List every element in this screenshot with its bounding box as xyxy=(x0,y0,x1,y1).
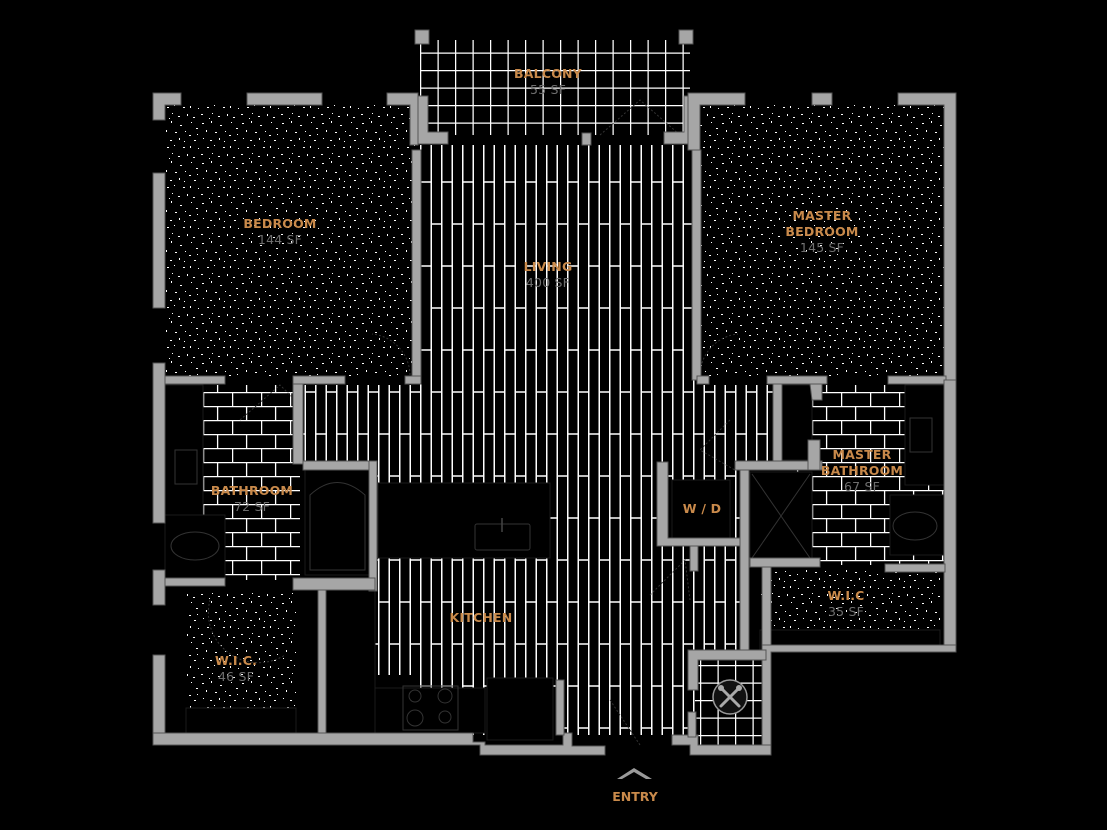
room-name: BEDROOM xyxy=(243,216,317,231)
room-label-bathroom: BATHROOM 72 SF xyxy=(211,483,293,515)
room-area: 400 SF xyxy=(525,275,571,290)
room-name: LIVING xyxy=(523,259,573,274)
room-label-wic-right: W.I.C 35 SF xyxy=(827,588,864,620)
room-name: W / D xyxy=(682,501,722,516)
room-name-line2: BATHROOM xyxy=(820,463,904,478)
room-area: 35 SF xyxy=(827,604,864,619)
walls xyxy=(152,29,957,756)
washer-dryer-unit xyxy=(671,479,731,541)
balcony-floor xyxy=(420,40,690,135)
master-toilet xyxy=(892,511,938,541)
room-name-line1: MASTER xyxy=(832,447,892,462)
room-name: W.I.C xyxy=(827,588,865,603)
kitchen-counter-bottom xyxy=(374,687,486,734)
room-label-kitchen: KITCHEN xyxy=(450,610,513,626)
room-name: W.I.C. xyxy=(214,653,258,668)
room-label-wd: W / D xyxy=(683,501,721,517)
kitchen-island xyxy=(377,482,551,559)
room-name-line1: MASTER xyxy=(792,208,852,223)
room-area: 145 SF xyxy=(799,240,845,255)
wic-left-floor xyxy=(186,590,296,708)
room-label-master-bedroom: MASTER BEDROOM 145 SF xyxy=(785,208,858,256)
room-area: 46 SF xyxy=(217,669,255,684)
room-name: KITCHEN xyxy=(449,610,513,625)
tub-outline xyxy=(309,482,366,571)
bathroom-sink xyxy=(174,449,198,485)
master-bedroom-floor xyxy=(695,105,945,377)
fridge xyxy=(486,677,554,741)
hall-floor xyxy=(300,385,425,465)
closet-bath xyxy=(779,384,813,461)
hall-right-floor xyxy=(695,385,775,465)
room-area: 72 SF xyxy=(233,499,271,514)
master-sink xyxy=(909,417,933,453)
tools-icon xyxy=(712,679,748,715)
entry-label: ENTRY xyxy=(612,789,658,804)
room-area: 67 SF xyxy=(843,479,881,494)
room-label-bedroom: BEDROOM 144 SF xyxy=(243,216,316,248)
room-area: 144 SF xyxy=(257,232,303,247)
bathroom-toilet-area xyxy=(164,514,226,581)
bathtub xyxy=(304,469,371,576)
wic-right-floor xyxy=(760,570,940,630)
bathroom-toilet xyxy=(170,531,220,561)
room-label-balcony: BALCONY 55 SF xyxy=(514,66,582,98)
stove xyxy=(402,685,459,731)
kitchen-counter xyxy=(319,589,376,736)
room-name-line2: BEDROOM xyxy=(785,224,859,239)
room-name: BATHROOM xyxy=(210,483,294,498)
room-label-living: LIVING 400 SF xyxy=(524,259,573,291)
master-toilet-area xyxy=(889,494,946,556)
living-floor xyxy=(420,145,695,735)
room-label-master-bathroom: MASTER BATHROOM 67 SF xyxy=(821,447,903,495)
master-vanity xyxy=(904,384,946,486)
chevron-up-icon xyxy=(617,768,652,779)
room-label-wic-left: W.I.C. 46 SF xyxy=(215,653,257,685)
wic-left-shelf xyxy=(185,707,297,734)
bedroom-floor xyxy=(165,105,415,377)
room-name: BALCONY xyxy=(514,66,582,81)
shower-drain xyxy=(751,473,811,559)
room-area: 55 SF xyxy=(529,82,567,97)
